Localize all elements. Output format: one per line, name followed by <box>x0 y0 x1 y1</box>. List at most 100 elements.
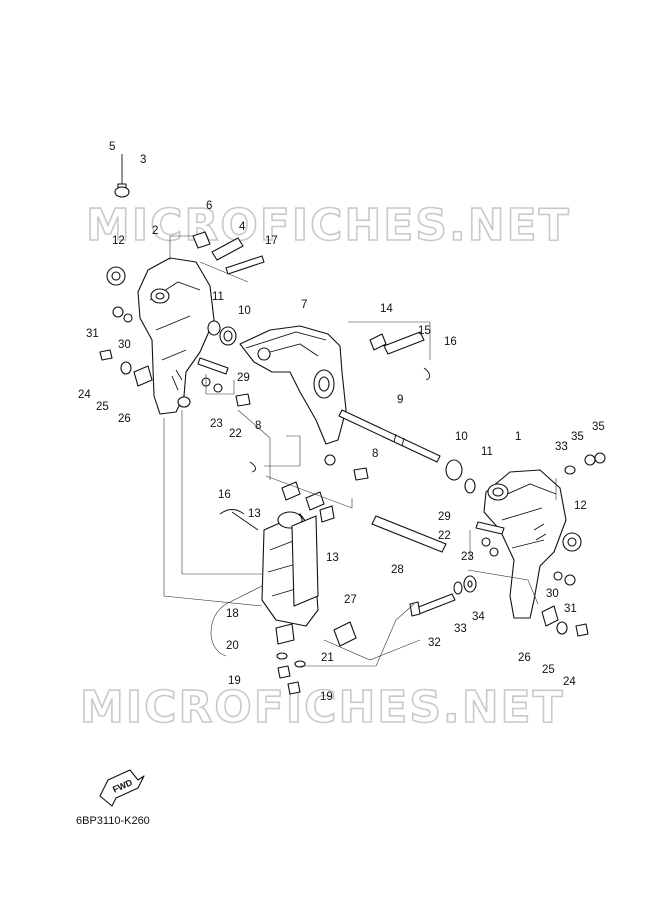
callout-label: 29 <box>237 372 250 384</box>
callout-label: 23 <box>461 551 474 563</box>
callout-label: 13 <box>326 552 339 564</box>
bushing-26-left <box>133 365 153 387</box>
callout-label: 31 <box>564 603 577 615</box>
watermark-top: MICROFICHES.NET <box>86 200 571 251</box>
washer-33-right <box>564 465 576 475</box>
bushing-10-left <box>219 326 237 346</box>
tube-28 <box>371 515 447 553</box>
washer-34 <box>463 575 477 593</box>
fwd-arrow-icon: FWD <box>99 769 145 807</box>
pin-4 <box>211 237 244 261</box>
clip-16-top <box>423 367 431 381</box>
bushing-12-left <box>106 266 126 286</box>
washer-20 <box>276 652 288 660</box>
diagram-code: 6BP3110-K260 <box>76 815 150 827</box>
tilt-cylinder-unit <box>219 481 335 627</box>
bushing-10-right <box>445 459 463 481</box>
callout-label: 33 <box>555 441 568 453</box>
callout-label: 19 <box>228 675 241 687</box>
callout-label: 15 <box>418 325 431 337</box>
callout-label: 9 <box>397 394 403 406</box>
bolt-32 <box>409 593 456 617</box>
callout-label: 22 <box>229 428 242 440</box>
callout-label: 10 <box>238 305 251 317</box>
callout-label: 18 <box>226 608 239 620</box>
washer-11-right <box>464 478 476 494</box>
grease-nipple-8-mid <box>353 467 369 481</box>
callout-label: 29 <box>438 511 451 523</box>
callout-label: 10 <box>455 431 468 443</box>
grease-nipple-22-right <box>481 537 491 547</box>
callout-label: 8 <box>255 420 261 432</box>
screw-19-b <box>287 681 301 695</box>
washer-23-right <box>489 547 499 557</box>
washer-21 <box>294 660 306 668</box>
callout-label: 12 <box>574 500 587 512</box>
callout-label: 26 <box>118 413 131 425</box>
callout-label: 19 <box>320 691 333 703</box>
callout-label: 24 <box>78 389 91 401</box>
callout-label: 4 <box>239 221 246 233</box>
callout-label: 1 <box>515 431 521 443</box>
grease-nipple-22-left <box>213 383 223 393</box>
bolt-24-right <box>575 623 589 637</box>
callout-label: 30 <box>118 339 131 351</box>
washer-30-right <box>553 571 563 581</box>
callout-label: 35 <box>571 431 584 443</box>
callout-label: 22 <box>438 530 451 542</box>
washer-11-left <box>207 320 221 336</box>
right-clamp-bracket <box>483 469 567 619</box>
nut-35-a <box>584 454 596 466</box>
bushing-26-right <box>541 605 559 627</box>
bolt-29-left <box>197 357 229 375</box>
callout-label: 7 <box>301 299 307 311</box>
callout-label: 13 <box>248 508 261 520</box>
callout-label: 11 <box>481 446 493 458</box>
callout-label: 12 <box>112 235 125 247</box>
callout-label: 26 <box>518 652 531 664</box>
callout-label: 6 <box>206 200 212 212</box>
callout-label: 25 <box>96 401 109 413</box>
nut-31-right <box>564 574 576 586</box>
tilt-shaft-9 <box>338 409 441 463</box>
callout-label: 30 <box>546 588 559 600</box>
bushing-12-right <box>562 532 582 552</box>
clip-16-lower <box>249 461 257 473</box>
callout-label: 20 <box>226 640 239 652</box>
bolt-29-right <box>475 521 505 535</box>
callout-label: 16 <box>218 489 231 501</box>
swivel-bracket <box>239 325 347 466</box>
callout-label: 16 <box>444 336 457 348</box>
callout-label: 31 <box>86 328 99 340</box>
left-clamp-bracket <box>137 257 215 415</box>
grease-nipple-8-left <box>235 393 251 407</box>
nut-31-left <box>112 306 124 318</box>
callout-label: 3 <box>140 154 146 166</box>
bushing-3 <box>114 186 130 198</box>
nut-35-b <box>594 452 606 464</box>
callout-label: 28 <box>391 564 404 576</box>
bushing-14 <box>369 333 387 351</box>
callout-label: 14 <box>380 303 393 315</box>
callout-label: 34 <box>472 611 485 623</box>
collar-6 <box>192 231 211 249</box>
callout-label: 33 <box>454 623 467 635</box>
callout-label: 23 <box>210 418 223 430</box>
bolt-24-left <box>99 349 113 361</box>
washer-30-left <box>123 313 133 323</box>
callout-label: 21 <box>321 652 334 664</box>
pin-15 <box>383 331 425 355</box>
washer-33-lower <box>453 581 463 595</box>
bolt-18 <box>275 623 295 645</box>
callout-label: 17 <box>265 235 278 247</box>
callout-label: 24 <box>563 676 576 688</box>
callout-label: 2 <box>152 225 158 237</box>
watermark-bottom: MICROFICHES.NET <box>80 682 565 733</box>
callout-label: 11 <box>212 291 224 303</box>
callout-label: 35 <box>592 421 605 433</box>
callout-label: 32 <box>428 637 441 649</box>
screw-19-a <box>277 665 291 679</box>
washer-25-left <box>120 361 132 375</box>
callout-label: 25 <box>542 664 555 676</box>
